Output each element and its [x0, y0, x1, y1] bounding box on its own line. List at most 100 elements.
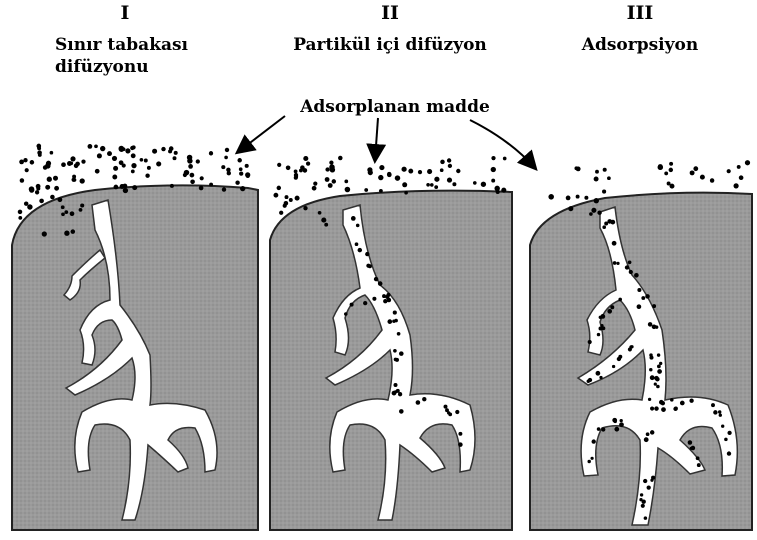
adsorbate-dot: [618, 298, 622, 302]
adsorbate-dot: [597, 210, 601, 214]
adsorbate-dot: [422, 397, 426, 401]
adsorbate-dot: [325, 177, 330, 182]
adsorbate-dot: [452, 182, 456, 186]
adsorbate-dot: [418, 170, 422, 174]
adsorbate-dot: [501, 188, 506, 193]
adsorbate-dot: [338, 156, 343, 161]
adsorbate-dot: [30, 160, 35, 165]
adsorbate-dot: [591, 208, 596, 213]
particle-stage-1: [12, 185, 258, 530]
adsorbate-dot: [358, 248, 362, 252]
adsorbate-dot: [119, 160, 124, 165]
adsorbate-dot: [401, 167, 406, 172]
adsorbate-dot: [131, 169, 135, 173]
adsorbate-dot: [637, 288, 641, 292]
adsorbate-dot: [444, 405, 448, 409]
adsorbate-dot: [80, 178, 85, 183]
adsorbate-dot: [602, 225, 606, 229]
adsorbate-dot: [601, 427, 605, 431]
adsorbate-dot: [628, 260, 632, 264]
adsorbate-dot: [613, 420, 617, 424]
adsorbate-dot: [303, 168, 308, 173]
annotation-arrows: [238, 116, 535, 168]
adsorbate-dot: [45, 185, 50, 190]
adsorbate-dot: [190, 179, 195, 184]
adsorbate-dot: [379, 165, 384, 170]
adsorbate-dot: [54, 186, 59, 191]
arrow-to-stage-1: [238, 116, 285, 152]
adsorbate-dot: [600, 324, 603, 327]
adsorbate-dot: [399, 351, 404, 356]
adsorbate-dot: [273, 193, 278, 198]
adsorbate-dot: [596, 371, 601, 376]
adsorbate-dot: [344, 180, 348, 184]
adsorbate-dot: [396, 389, 400, 393]
adsorbate-dot: [408, 169, 413, 174]
adsorbate-dot: [378, 281, 383, 286]
adsorbate-dot: [693, 166, 698, 171]
adsorbate-dot: [71, 178, 75, 182]
adsorbate-dot: [620, 419, 623, 422]
adsorbate-dot: [644, 437, 649, 442]
adsorbate-dot: [81, 159, 85, 163]
adsorbate-dot: [481, 182, 486, 187]
adsorbate-dot: [80, 203, 84, 207]
adsorbate-dot: [613, 261, 617, 265]
adsorbate-dot: [61, 212, 65, 216]
adsorbate-dot: [713, 410, 717, 414]
adsorbate-dot: [25, 168, 29, 172]
adsorbate-dot: [295, 196, 300, 201]
adsorbate-dot: [36, 186, 40, 190]
adsorbate-dot: [566, 196, 571, 201]
adsorbate-dot: [640, 493, 643, 496]
adsorbate-dot: [224, 156, 228, 160]
adsorbate-dot: [94, 144, 98, 148]
adsorbate-dot: [330, 167, 335, 172]
adsorbate-dot: [427, 169, 432, 174]
adsorbate-dot: [393, 349, 397, 353]
adsorbate-dot: [641, 504, 645, 508]
adsorbate-dot: [97, 153, 102, 158]
adsorbate-dot: [351, 216, 356, 221]
adsorbate-dot: [328, 183, 333, 188]
adsorbate-dot: [356, 224, 360, 228]
adsorbate-dot: [50, 151, 54, 155]
adsorbate-dot: [187, 158, 192, 163]
adsorbate-dot: [174, 151, 178, 155]
adsorbate-dot: [674, 407, 678, 411]
adsorbate-dot: [279, 211, 283, 215]
adsorbate-dot: [727, 169, 731, 173]
adsorbate-dot: [650, 430, 654, 434]
particle-stage-2: [270, 191, 512, 530]
adsorbate-dot: [590, 457, 593, 460]
adsorbate-dot: [277, 186, 281, 190]
adsorbate-dot: [617, 357, 621, 361]
adsorbate-dot: [393, 311, 397, 315]
adsorbate-dot: [616, 262, 619, 265]
arrow-to-stage-3: [470, 120, 535, 168]
adsorbate-dot: [491, 167, 496, 172]
adsorbate-dot: [184, 170, 190, 176]
adsorbate-dot: [325, 167, 329, 171]
adsorbate-dot: [64, 210, 68, 214]
adsorbate-dot: [27, 204, 32, 209]
adsorbate-dot: [455, 410, 459, 414]
adsorbate-dot: [416, 400, 421, 405]
adsorbate-dot: [294, 175, 298, 179]
adsorbate-dot: [366, 264, 370, 268]
adsorbate-dot: [24, 201, 28, 205]
adsorbate-dot: [392, 391, 397, 396]
adsorbate-dot: [161, 147, 165, 151]
adsorbate-dot: [688, 440, 693, 445]
adsorbate-dot: [700, 175, 705, 180]
adsorbate-dot: [69, 161, 73, 165]
adsorbate-dot: [670, 398, 673, 401]
adsorbate-dot: [285, 195, 289, 199]
adsorbate-dot: [113, 166, 118, 171]
adsorbate-dot: [284, 201, 289, 206]
adsorbate-dot: [448, 413, 452, 417]
adsorbate-dot: [324, 223, 328, 227]
adsorbate-dot: [588, 378, 592, 382]
adsorbate-dot: [75, 162, 80, 167]
adsorbate-dot: [119, 146, 125, 152]
